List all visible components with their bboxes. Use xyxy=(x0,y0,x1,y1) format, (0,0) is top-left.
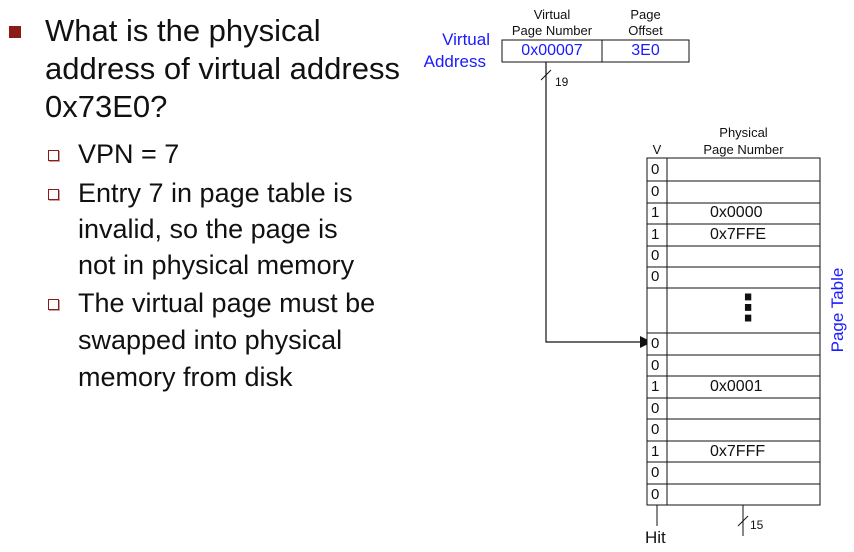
pte-v-5: 0 xyxy=(651,268,660,285)
sub-item-1-line-1: VPN = 7 xyxy=(78,139,180,169)
page-table-outline xyxy=(646,157,821,506)
sub-bullet-1 xyxy=(48,150,59,161)
sub-item-2-line-1: Entry 7 in page table is xyxy=(78,178,353,208)
offset-header-line-2: Offset xyxy=(628,23,663,38)
offset-header-line-1: Page xyxy=(630,7,661,22)
pte-ppn-3: 0x7FFE xyxy=(710,226,767,243)
page-table-label: Page Table xyxy=(828,267,847,353)
main-question-line-3: 0x73E0? xyxy=(45,89,168,124)
pte-ppn-b2: 0x0001 xyxy=(710,378,763,395)
hit-label: Hit xyxy=(645,528,666,547)
ppn-header-line-2: Page Number xyxy=(703,142,784,157)
virtual-address-label-line-2: Address xyxy=(423,52,486,71)
sub-bullet-2 xyxy=(48,189,59,200)
pte-ppn-2: 0x0000 xyxy=(710,204,763,221)
row-separators xyxy=(647,180,820,485)
ppn-bit-width: 15 xyxy=(750,518,764,532)
vpn-header-line-1: Virtual xyxy=(533,7,571,22)
vpn-header-line-2: Page Number xyxy=(511,23,593,38)
pte-v-b1: 0 xyxy=(651,357,660,374)
pte-v-b5: 1 xyxy=(651,443,660,460)
pte-v-b7: 0 xyxy=(651,486,660,503)
sub-item-2-line-3: not in physical memory xyxy=(78,250,355,280)
pte-v-b3: 0 xyxy=(651,400,660,417)
index-arrowhead xyxy=(640,336,652,348)
pte-v-3: 1 xyxy=(651,226,660,243)
sub-bullet-3 xyxy=(48,299,59,310)
sub-item-3-line-1: The virtual page must be xyxy=(78,288,376,318)
ppn-bits-tick xyxy=(737,515,749,527)
pte-v-1: 0 xyxy=(651,183,660,200)
virtual-address-box xyxy=(501,39,690,63)
vpn-index-line xyxy=(545,62,640,343)
pte-ppn-b5: 0x7FFF xyxy=(710,443,766,460)
sub-item-3-line-3: memory from disk xyxy=(78,362,293,392)
main-question-line-2: address of virtual address xyxy=(45,51,400,86)
vpn-bits-tick xyxy=(540,69,552,81)
vpn-bit-width: 19 xyxy=(555,75,569,89)
sub-item-3-line-2: swapped into physical xyxy=(78,325,343,355)
pte-v-b6: 0 xyxy=(651,464,660,481)
pte-v-2: 1 xyxy=(651,204,660,221)
pte-v-4: 0 xyxy=(651,247,660,264)
main-question-line-1: What is the physical xyxy=(45,13,321,48)
v-column-header: V xyxy=(652,142,662,157)
ppn-header-line-1: Physical xyxy=(719,125,768,140)
bullet-square xyxy=(9,26,21,38)
sub-item-2-line-2: invalid, so the page is xyxy=(78,214,338,244)
pte-v-b2: 1 xyxy=(651,378,660,395)
offset-value: 3E0 xyxy=(631,42,660,59)
vpn-value: 0x00007 xyxy=(521,42,583,59)
pte-v-selected: 0 xyxy=(651,335,660,352)
pte-v-b4: 0 xyxy=(651,421,660,438)
rows-ellipsis: ⋮ xyxy=(730,287,766,328)
pte-v-0: 0 xyxy=(651,161,660,178)
virtual-address-label-line-1: Virtual xyxy=(442,30,490,49)
